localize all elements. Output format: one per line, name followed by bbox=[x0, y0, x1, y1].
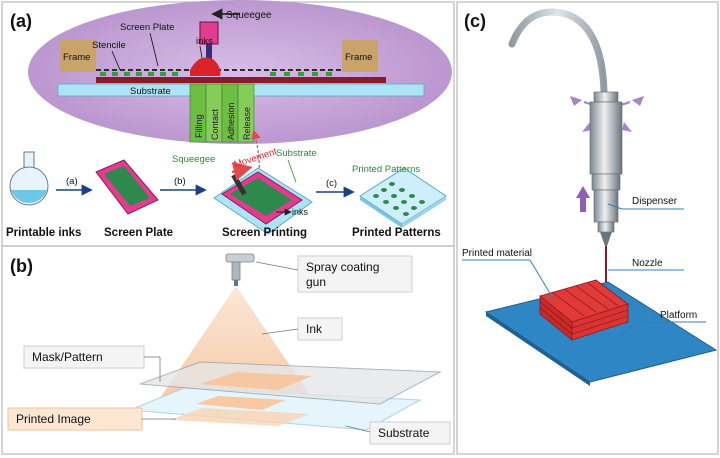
stage-columns bbox=[189, 83, 255, 143]
stage-filling: Filling bbox=[194, 114, 204, 138]
platform-label: Platform bbox=[660, 310, 697, 321]
panel-b-label: (b) bbox=[10, 256, 33, 276]
inks-small-label: inks bbox=[292, 207, 309, 217]
stencil-base bbox=[96, 77, 386, 83]
substrate-leader-b bbox=[345, 425, 371, 433]
frame-left-label: Frame bbox=[63, 52, 90, 63]
callout-substrate-b bbox=[369, 421, 451, 445]
printed-material-label: Printed material bbox=[462, 248, 532, 259]
movement-label: Movement bbox=[233, 146, 279, 170]
stencile-leader bbox=[111, 50, 121, 71]
zoom-pointer bbox=[251, 129, 261, 189]
mask-opening bbox=[200, 372, 312, 390]
substrate-label-a: Substrate bbox=[130, 86, 171, 97]
dispenser-leader-2 bbox=[607, 203, 623, 210]
callout-spray-gun bbox=[297, 255, 413, 293]
platform-edge bbox=[486, 312, 590, 386]
panel-c-label: (c) bbox=[464, 11, 486, 31]
printed-patterns-icon bbox=[359, 167, 447, 228]
panel-c-frame bbox=[456, 1, 719, 455]
ink-leader bbox=[261, 328, 299, 335]
substrate-label-b: Substrate bbox=[378, 426, 430, 440]
substrate-small-label: Substrate bbox=[276, 148, 317, 159]
spray-gun-icon bbox=[225, 253, 255, 286]
dispenser-body bbox=[589, 91, 623, 246]
spray-gun-label-line1: Spray coating bbox=[306, 260, 379, 274]
printed-image-lower bbox=[170, 408, 310, 426]
stencile-label: Stencile bbox=[92, 40, 126, 51]
mask-label: Mask/Pattern bbox=[32, 350, 103, 364]
screen-detail-ellipse bbox=[28, 0, 452, 144]
stage-contact: Contact bbox=[210, 108, 220, 140]
stage-adhesion: Adhesion bbox=[226, 102, 236, 140]
squeegee-label: Squeegee bbox=[226, 10, 272, 21]
screen-printing-icon bbox=[213, 162, 313, 235]
ink-label: Ink bbox=[306, 322, 323, 336]
printed-material-block bbox=[539, 279, 629, 341]
step-a-label: (a) bbox=[66, 176, 78, 187]
screen-plate-label-a: Screen Plate bbox=[120, 22, 174, 33]
step-c-label: (c) bbox=[326, 178, 337, 189]
platform-leader-2 bbox=[619, 321, 641, 337]
squeegee-small-label: Squeegee bbox=[172, 154, 215, 165]
frame-left bbox=[60, 40, 96, 72]
spray-gun-leader bbox=[255, 261, 299, 271]
caption-screen-plate: Screen Plate bbox=[104, 227, 173, 239]
nozzle-label: Nozzle bbox=[632, 258, 663, 269]
caption-printed-patterns: Printed Patterns bbox=[352, 227, 441, 239]
screen-plate-leader bbox=[149, 32, 159, 67]
substrate-small-leader bbox=[287, 159, 297, 183]
inks-leader bbox=[199, 45, 203, 59]
printed-image bbox=[196, 396, 286, 410]
step-b-label: (b) bbox=[174, 176, 186, 187]
ink-blob bbox=[190, 57, 221, 76]
nozzle bbox=[605, 246, 607, 286]
feed-tube bbox=[508, 8, 608, 96]
frame-right-label: Frame bbox=[345, 52, 372, 63]
ink-flask bbox=[9, 151, 49, 206]
printed-material-leader-2 bbox=[529, 259, 555, 301]
spray-gun-label-line2: gun bbox=[306, 275, 326, 289]
inks-label-a: inks bbox=[196, 36, 213, 47]
stencil-dots bbox=[100, 72, 332, 76]
caption-printable-inks: Printable inks bbox=[6, 227, 81, 239]
panel-a-label: (a) bbox=[10, 11, 32, 31]
screen-plate-icon bbox=[95, 159, 159, 215]
printed-patterns-small-label: Printed Patterns bbox=[352, 164, 420, 175]
caption-screen-printing: Screen Printing bbox=[222, 227, 307, 239]
printed-image-label: Printed Image bbox=[16, 412, 91, 426]
up-arrow-icon bbox=[576, 186, 590, 212]
frame-right bbox=[342, 40, 378, 72]
squeegee-blade bbox=[206, 44, 212, 66]
stage-release: Release bbox=[242, 107, 252, 140]
panel-b-frame bbox=[1, 245, 455, 455]
dispenser-label: Dispenser bbox=[632, 196, 678, 207]
